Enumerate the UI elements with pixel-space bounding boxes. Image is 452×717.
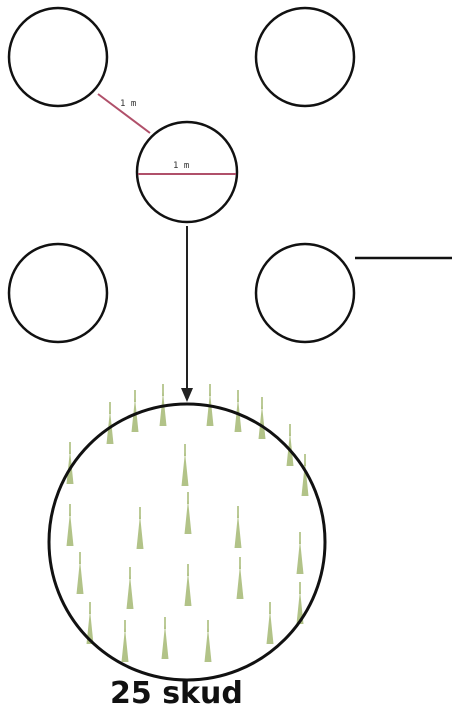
shoot-mark (122, 628, 129, 662)
shoot-count-caption: 25 skud (110, 676, 243, 711)
spacing-label: 1 m (120, 99, 136, 109)
shoot-mark (77, 560, 84, 594)
shoot-mark (185, 500, 192, 534)
shoot-mark (207, 392, 214, 426)
shoot-mark (67, 512, 74, 546)
shoot-mark (160, 392, 167, 426)
planting-hole-center (137, 122, 237, 222)
shoot-mark (267, 610, 274, 644)
planting-hole-bottom-right (256, 244, 354, 342)
shoot-mark (185, 572, 192, 606)
planting-hole-bottom-left (9, 244, 107, 342)
shoot-mark (235, 514, 242, 548)
shoot-mark (127, 575, 134, 609)
diameter-label: 1 m (173, 161, 189, 171)
zoomed-planting-hole (49, 404, 325, 680)
shoot-mark (162, 625, 169, 659)
shoot-mark (182, 452, 189, 486)
shoots-group (67, 384, 309, 662)
shoot-mark (297, 540, 304, 574)
planting-hole-top-left (9, 8, 107, 106)
shoot-mark (259, 405, 266, 439)
shoot-mark (205, 628, 212, 662)
shoot-mark (137, 515, 144, 549)
planting-hole-top-right (256, 8, 354, 106)
shoot-mark (237, 565, 244, 599)
zoom-arrow-head (181, 388, 193, 402)
